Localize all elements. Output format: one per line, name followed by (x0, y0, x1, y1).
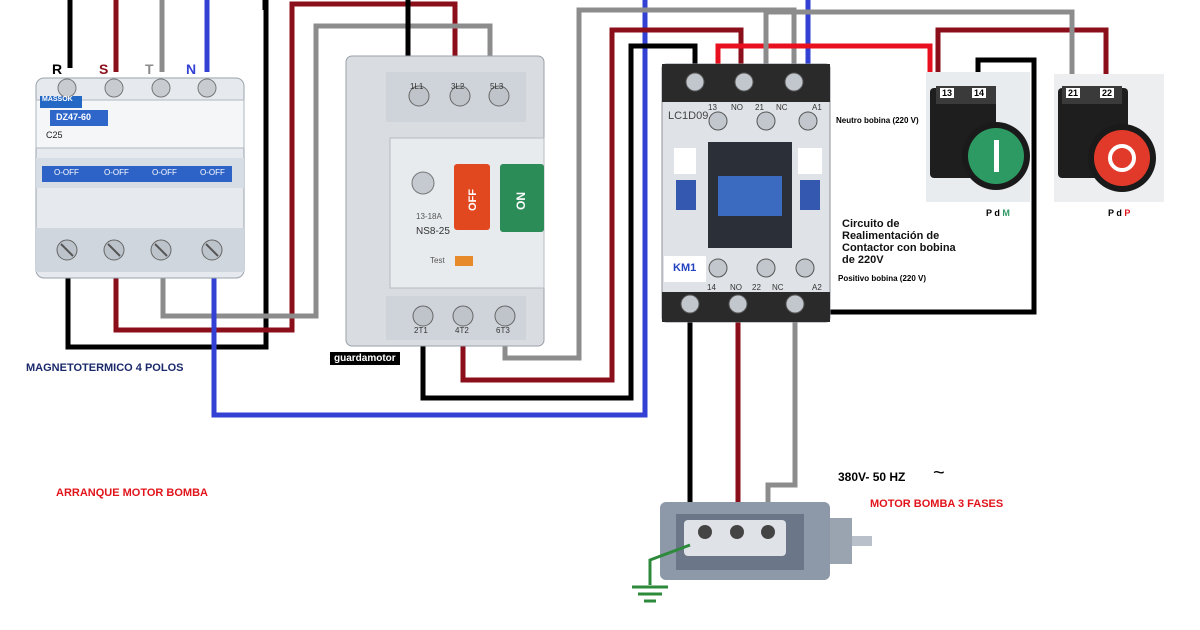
wire-red-gm-out (460, 27, 744, 383)
breaker-caption: MAGNETOTERMICO 4 POLOS (26, 362, 184, 374)
km1-terminal-nc-bottom: NC (772, 283, 784, 292)
wire-black-breaker-out (65, 0, 269, 350)
ground-icon (632, 585, 668, 603)
breaker-switch-2: O-OFF (104, 168, 129, 177)
ac-symbol: ~ (933, 462, 945, 484)
circuit-note-line-4: de 220V (842, 254, 884, 266)
wire-grey-motor (765, 316, 798, 528)
motor-pump-3-phase (632, 502, 872, 603)
km1-terminal-a2: A2 (812, 283, 822, 292)
km1-terminal-13: 13 (708, 103, 717, 112)
breaker-switch-4: O-OFF (200, 168, 225, 177)
guardamotor-device (345, 55, 545, 347)
start-button-label-letter: M (1002, 208, 1010, 218)
circuit-note-line-2: Realimentación de (842, 230, 940, 242)
gm-test-label: Test (430, 256, 445, 265)
wire-grey-gm-out (502, 7, 797, 361)
wire-black-motor (687, 316, 708, 525)
stop-terminal-22: 22 (1100, 88, 1115, 98)
breaker-terminal-r: R (52, 61, 63, 77)
wires (65, 0, 1109, 530)
gm-on-label: ON (514, 192, 528, 210)
km1-terminal-no-bottom: NO (730, 283, 742, 292)
km1-terminal-a1: A1 (812, 103, 822, 112)
breaker-terminal-t: T (145, 61, 154, 77)
breaker-terminal-s: S (99, 61, 109, 77)
km1-terminal-14: 14 (707, 283, 716, 292)
gm-terminal-2t1: 2T1 (414, 326, 428, 335)
circuit-note-line-3: Contactor con bobina (842, 242, 956, 254)
gm-terminal-6t3: 6T3 (496, 326, 510, 335)
diagram-title: ARRANQUE MOTOR BOMBA (56, 487, 208, 499)
gm-terminal-5l3: 5L3 (490, 82, 504, 91)
wire-grey-control (763, 9, 1075, 100)
breaker-rating: C25 (46, 130, 63, 140)
km1-model: LC1D09 (668, 110, 709, 122)
start-button-label: P d M (986, 208, 1010, 218)
gm-terminal-3l2: 3L2 (451, 82, 465, 91)
breaker-model: DZ47-60 (56, 112, 92, 122)
start-button-label-text: P d (986, 208, 1003, 218)
stop-terminal-21: 21 (1066, 88, 1081, 98)
breaker-brand: MASSOK (42, 96, 73, 103)
breaker-switch-1: O-OFF (54, 168, 79, 177)
breaker-switch-3: O-OFF (152, 168, 177, 177)
gm-range: 13-18A (416, 212, 442, 221)
coil-positive-label: Positivo bobina (220 V) (838, 274, 927, 283)
km1-terminal-nc-top: NC (776, 103, 788, 112)
wire-black-gm-out (420, 43, 698, 401)
motor-caption: MOTOR BOMBA 3 FASES (870, 498, 1004, 510)
gm-terminal-4t2: 4T2 (455, 326, 469, 335)
start-terminal-14: 14 (972, 88, 987, 98)
wire-red-breaker-out (113, 1, 458, 333)
supply-voltage: 380V- 50 HZ (838, 470, 906, 484)
contactor-device (661, 63, 831, 323)
stop-button-label: P d P (1108, 208, 1130, 218)
start-terminal-13: 13 (940, 88, 955, 98)
coil-neutral-label: Neutro bobina (220 V) (836, 116, 919, 125)
stop-button-label-text: P d (1108, 208, 1125, 218)
gm-model: NS8-25 (416, 226, 450, 237)
stop-button-label-letter: P (1124, 208, 1131, 218)
km1-terminal-21: 21 (755, 103, 764, 112)
breaker-4-poles (35, 77, 245, 279)
breaker-terminal-n: N (186, 61, 197, 77)
wire-grey-breaker-out (160, 23, 493, 319)
gm-terminal-1l1: 1L1 (410, 82, 424, 91)
ground-wire (648, 543, 691, 585)
gm-caption: guardamotor (330, 352, 400, 365)
km1-terminal-22: 22 (752, 283, 761, 292)
circuit-note-line-1: Circuito de (842, 218, 900, 230)
km1-terminal-no-top: NO (731, 103, 743, 112)
km1-tag: KM1 (673, 262, 697, 274)
wire-blue-neutral (211, 0, 648, 418)
gm-off-label: OFF (467, 189, 479, 211)
wire-red-control (935, 27, 1109, 90)
